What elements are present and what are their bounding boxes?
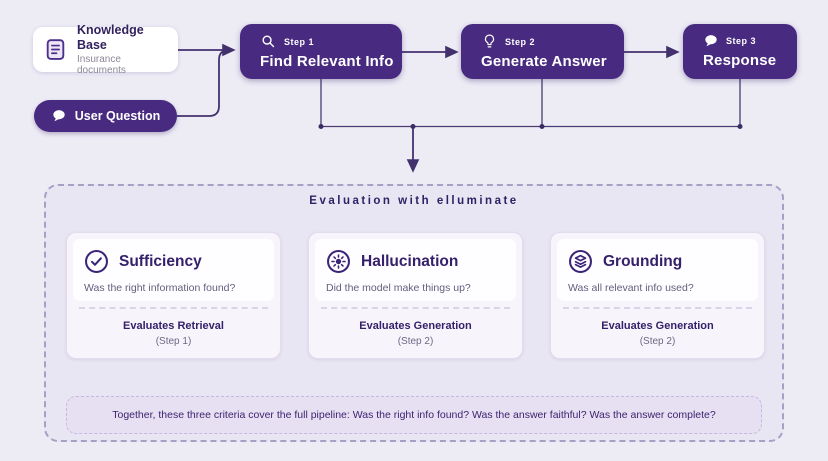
user-question-pill: User Question — [34, 100, 177, 132]
grounding-card: Grounding Was all relevant info used? Ev… — [550, 232, 765, 359]
knowledge-base-title: Knowledge Base — [77, 23, 144, 52]
divider — [321, 307, 510, 309]
grounding-title: Grounding — [603, 252, 683, 270]
knowledge-base-subtitle: Insurance documents — [77, 53, 126, 76]
hallucination-evaluates: Evaluates Generation — [359, 320, 472, 332]
knowledge-base-card: Knowledge Base Insurance documents — [33, 23, 178, 76]
sufficiency-card-header: Sufficiency Was the right information fo… — [73, 239, 274, 301]
step-1-box: Step 1 Find Relevant Info — [240, 24, 402, 79]
step-1-title: Find Relevant Info — [260, 53, 394, 70]
hallucination-card-header: Hallucination Did the model make things … — [315, 239, 516, 301]
step-2-title: Generate Answer — [481, 53, 607, 70]
hallucination-title: Hallucination — [361, 252, 459, 270]
sufficiency-title: Sufficiency — [119, 252, 202, 270]
step-1-label: Step 1 — [284, 36, 315, 47]
search-icon — [260, 33, 277, 50]
lightbulb-icon — [481, 33, 498, 50]
hallucination-question: Did the model make things up? — [326, 282, 471, 294]
document-icon — [43, 37, 68, 62]
sufficiency-evaluates: Evaluates Retrieval — [123, 320, 224, 332]
grounding-card-header: Grounding Was all relevant info used? — [557, 239, 758, 301]
grounding-evaluates: Evaluates Generation — [601, 320, 714, 332]
hallucination-step-ref: (Step 2) — [397, 336, 434, 347]
check-circle-icon — [83, 248, 110, 275]
grounding-question: Was all relevant info used? — [568, 282, 694, 294]
sufficiency-card: Sufficiency Was the right information fo… — [66, 232, 281, 359]
summary-bar: Together, these three criteria cover the… — [66, 396, 762, 434]
divider — [79, 307, 268, 309]
speech-bubble-icon — [703, 33, 719, 49]
step-3-title: Response — [703, 52, 777, 69]
step-3-box: Step 3 Response — [683, 24, 797, 79]
hallucination-card: Hallucination Did the model make things … — [308, 232, 523, 359]
grounding-step-ref: (Step 2) — [639, 336, 676, 347]
step-2-box: Step 2 Generate Answer — [461, 24, 624, 79]
idea-rays-icon — [325, 248, 352, 275]
evaluation-panel: Evaluation with elluminate Sufficiency W… — [44, 184, 784, 442]
sufficiency-question: Was the right information found? — [84, 282, 236, 294]
step-3-label: Step 3 — [726, 36, 757, 46]
evaluation-title: Evaluation with elluminate — [309, 195, 519, 207]
speech-bubble-icon — [51, 108, 67, 124]
layers-circle-icon — [567, 248, 594, 275]
sufficiency-step-ref: (Step 1) — [155, 336, 192, 347]
step-2-label: Step 2 — [505, 36, 536, 47]
divider — [563, 307, 752, 309]
user-question-label: User Question — [74, 109, 161, 123]
summary-text: Together, these three criteria cover the… — [112, 409, 716, 421]
